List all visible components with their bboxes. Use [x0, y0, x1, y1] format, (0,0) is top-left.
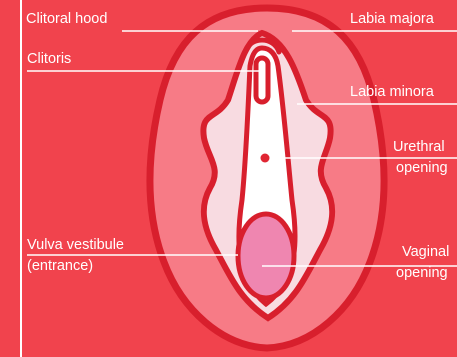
clitoral-hood-label: Clitoral hood	[26, 11, 107, 28]
labia-minora-label: Labia minora	[350, 84, 434, 101]
vaginal-opening-label-line1: Vaginal	[402, 244, 449, 261]
vaginal-opening-label-line2: opening	[396, 265, 448, 282]
vulva-vestibule-label-line1: Vulva vestibule	[27, 237, 124, 254]
urethral-opening-label-line1: Urethral	[393, 139, 445, 156]
urethral-opening-dot	[261, 154, 270, 163]
vaginal-opening-shape	[238, 214, 294, 298]
clitoris-label: Clitoris	[27, 51, 71, 68]
labia-majora-label: Labia majora	[350, 11, 434, 28]
urethral-opening-label-line2: opening	[396, 160, 448, 177]
clitoris-shape	[256, 58, 268, 102]
vulva-vestibule-label-line2: (entrance)	[27, 258, 93, 275]
